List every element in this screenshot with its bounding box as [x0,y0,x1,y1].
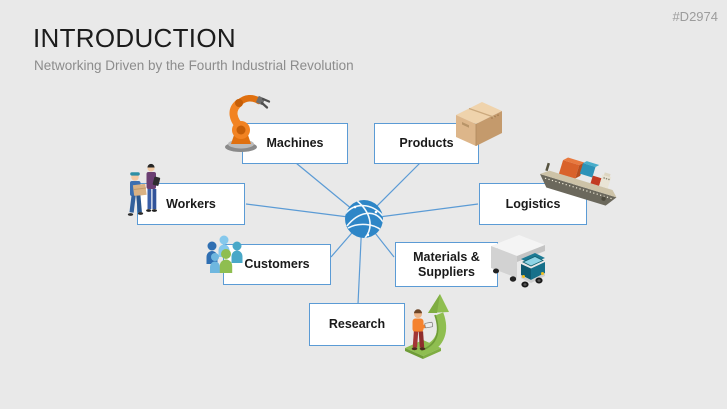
page-subtitle: Networking Driven by the Fourth Industri… [34,58,354,73]
network-globe-icon [345,200,383,238]
node-workers-label: Workers [166,196,216,211]
node-products-label: Products [399,136,454,150]
robot-arm-icon [225,95,271,152]
workers-icon [127,163,161,216]
node-machines-label: Machines [266,136,324,150]
node-customers-label: Customers [244,257,310,271]
growth-arrow-person-icon [405,294,449,359]
slide-code: #D2974 [672,9,718,24]
node-materials-suppliers: Materials & Suppliers [395,242,498,287]
page-title: INTRODUCTION [33,23,236,53]
node-research: Research [309,303,405,346]
delivery-truck-icon [491,235,545,288]
cargo-ship-icon [539,157,617,206]
node-logistics-label: Logistics [505,196,561,211]
node-customers: Customers [223,244,331,285]
people-group-icon [206,235,243,273]
cardboard-box-icon [456,102,502,146]
node-research-label: Research [328,317,386,331]
node-materials-suppliers-label: Materials & Suppliers [413,249,480,279]
